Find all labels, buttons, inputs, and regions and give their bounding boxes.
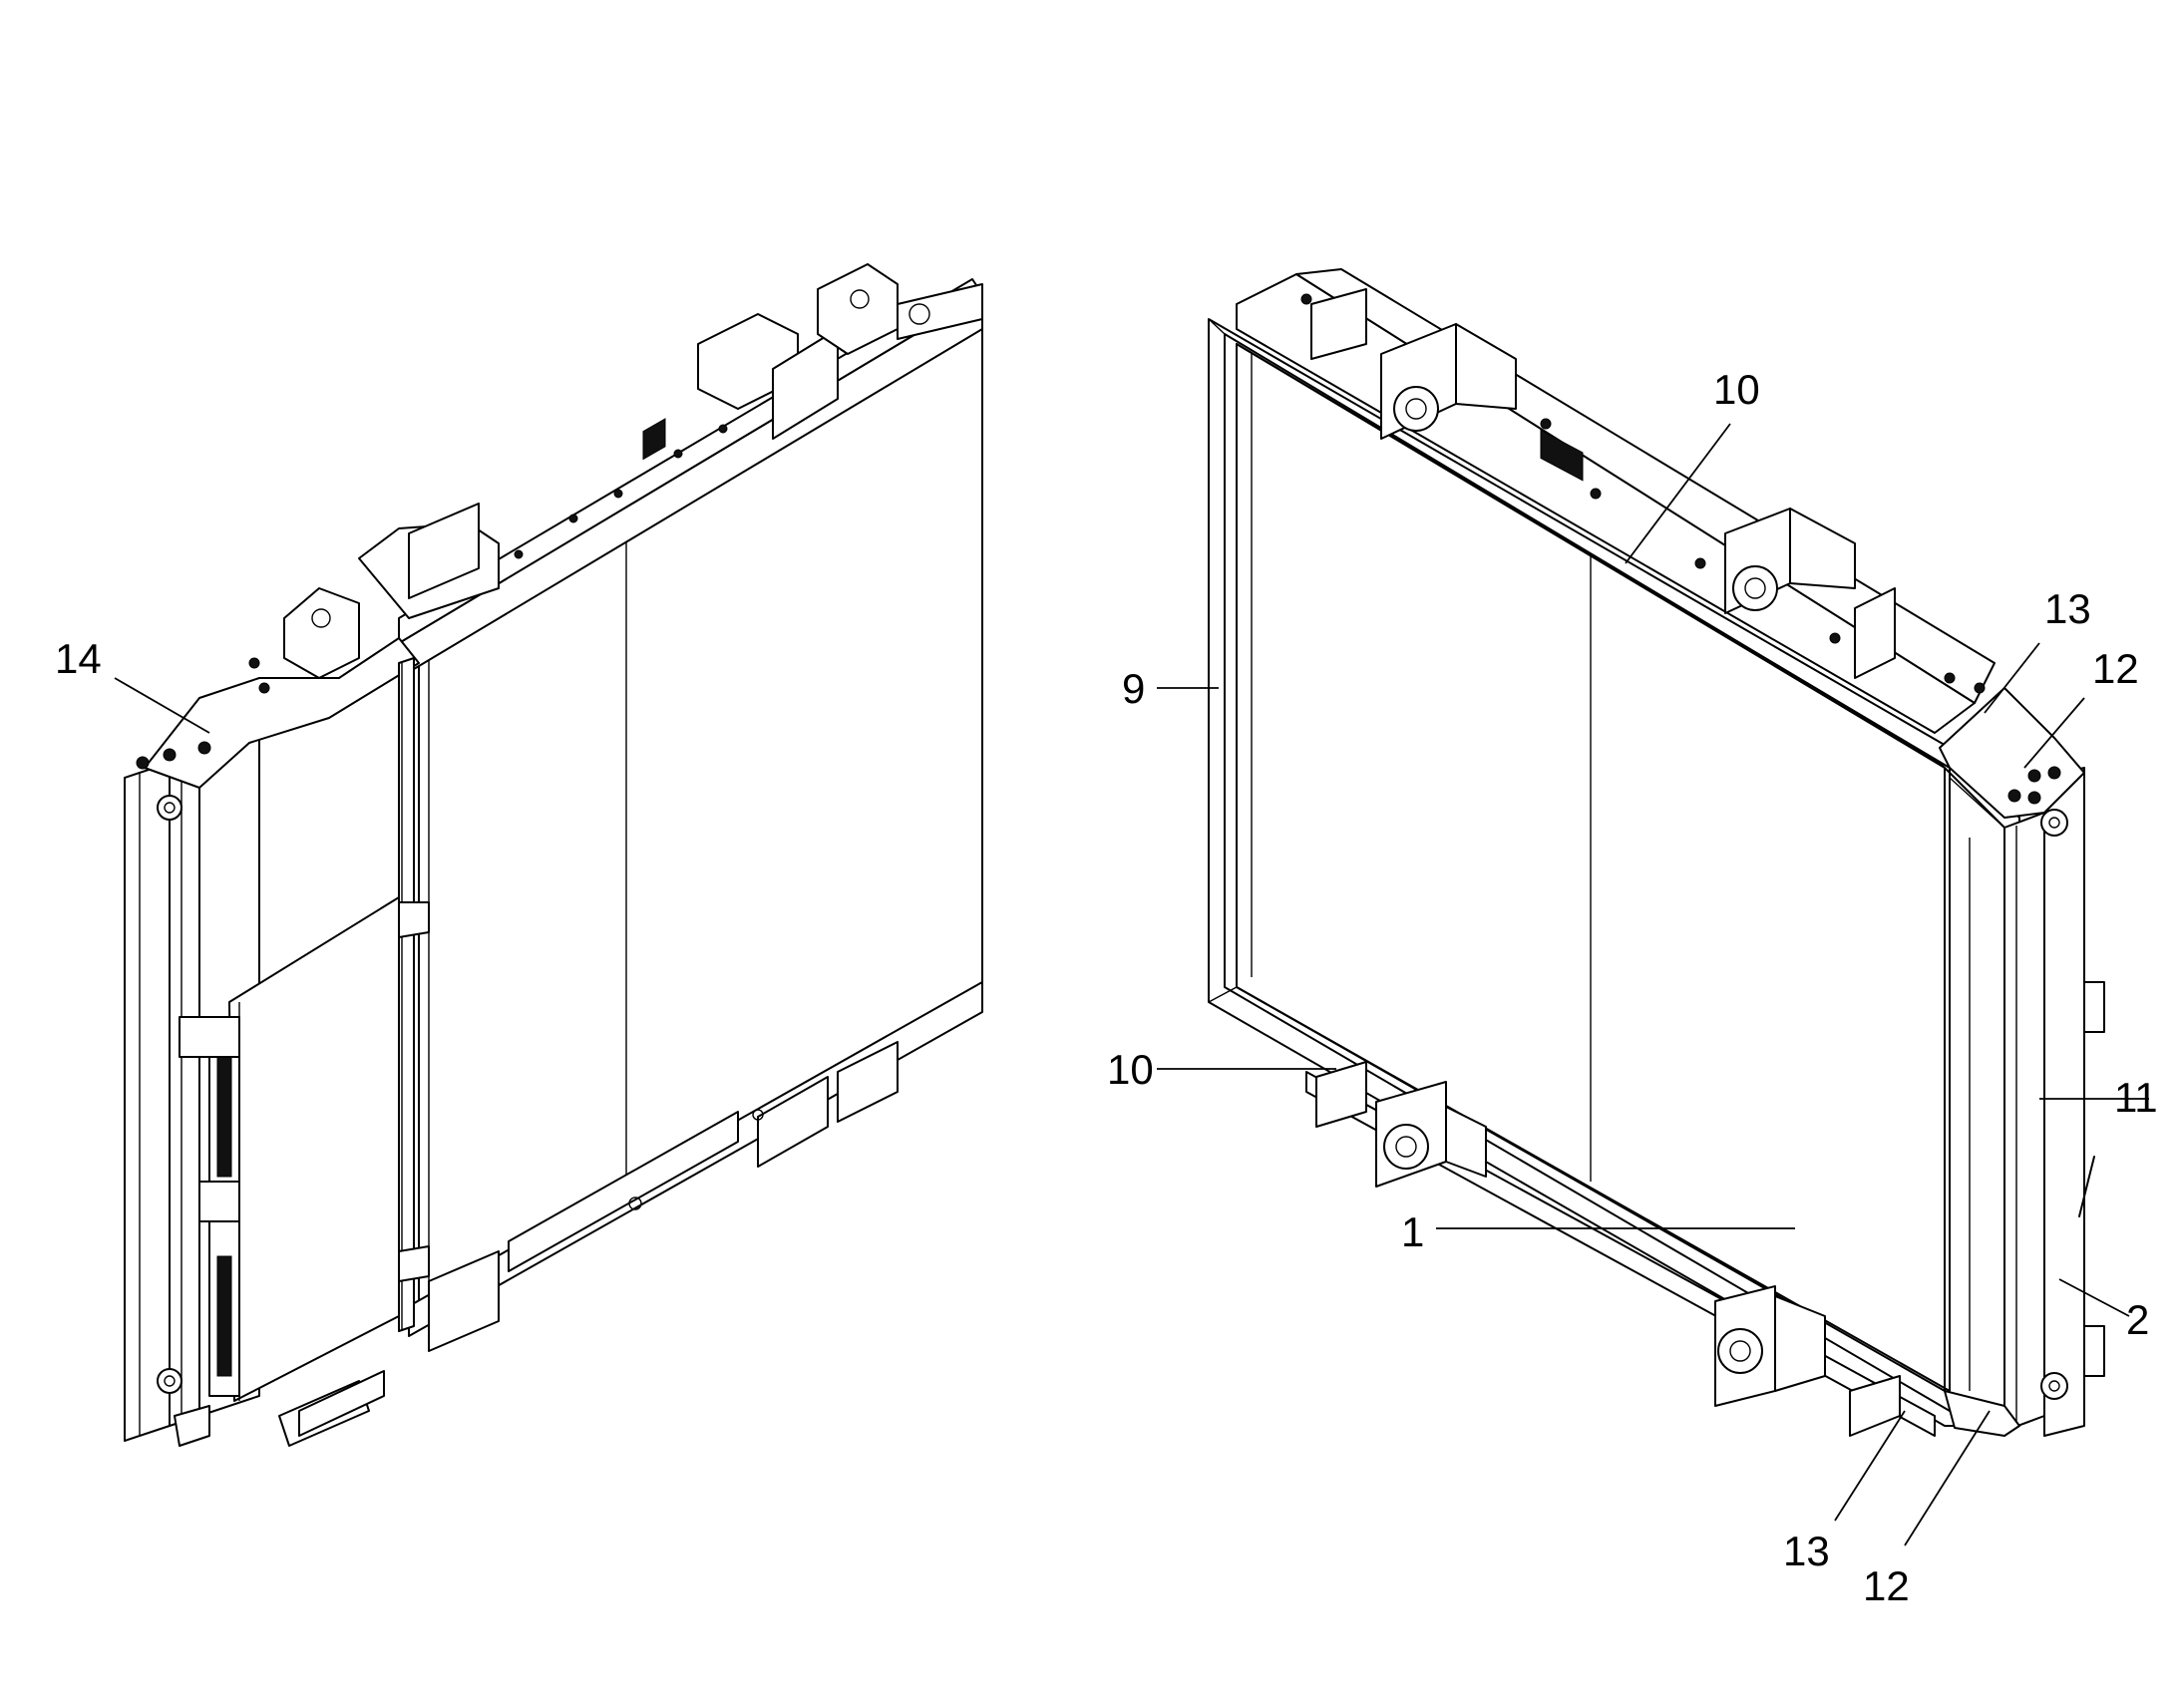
leader-12-bottom: [1904, 1410, 1991, 1546]
right-bottom-feet: [1315, 1061, 1901, 1437]
leader-13-bottom: [1834, 1410, 1906, 1522]
left-grill: [642, 418, 666, 461]
callout-11: 11: [2114, 1074, 2158, 1121]
callout-10-top: 10: [1713, 366, 1760, 413]
callout-13-bottom: 13: [1783, 1528, 1830, 1574]
callout-14: 14: [55, 635, 102, 682]
right-top-blocks: [1310, 288, 1896, 679]
left-vertical-channel: [398, 657, 415, 1332]
callout-labels: 14 10 9 13 12 10 11 1 2 13 12: [55, 366, 2158, 1609]
right-radiator-view: [1208, 268, 2105, 1437]
callout-13-top: 13: [2044, 585, 2091, 632]
callout-10-left: 10: [1107, 1046, 1154, 1093]
right-corner-plate-top: [1939, 687, 2085, 819]
leader-10-top: [1625, 423, 1731, 564]
left-radiator-view: [124, 263, 983, 1447]
right-top-rivets: [1300, 293, 1986, 694]
callout-12-top: 12: [2092, 645, 2139, 692]
callout-1: 1: [1401, 1208, 1424, 1255]
left-connector-strip: [179, 1016, 240, 1397]
right-side-rail: [2003, 812, 2045, 1432]
callout-2: 2: [2126, 1296, 2149, 1343]
leader-12-top: [2023, 697, 2085, 769]
callout-leaders: [114, 423, 2149, 1546]
leader-2: [2058, 1278, 2130, 1317]
left-side-frame: [124, 762, 171, 1442]
leader-13-top: [1984, 642, 2040, 714]
leader-14: [114, 677, 210, 734]
left-top-rivets: [514, 424, 728, 559]
left-top-brackets: [283, 263, 983, 679]
callout-9: 9: [1122, 665, 1145, 712]
callout-12-bottom: 12: [1863, 1562, 1910, 1609]
right-corner-plate-bottom: [1944, 1390, 2020, 1437]
left-corner-bracket-top: [144, 637, 420, 789]
